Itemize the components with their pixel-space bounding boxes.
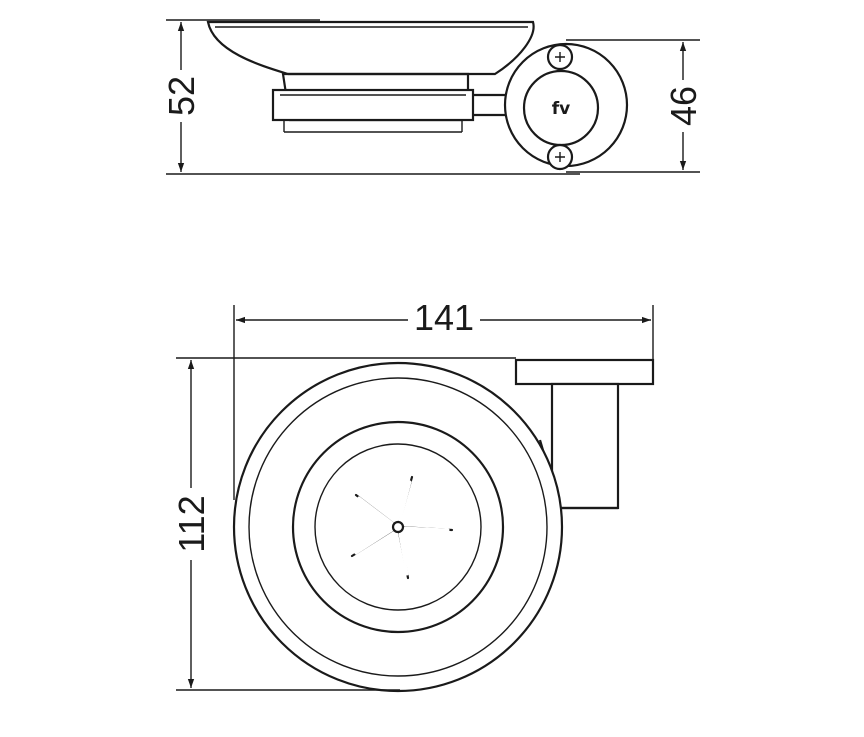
dim-112-label: 112 — [171, 495, 212, 552]
side-screw-bottom — [546, 143, 574, 171]
side-screw-top — [546, 43, 574, 71]
top-rim-inner — [248, 377, 548, 677]
top-wall-plate — [514, 358, 655, 386]
side-dish-bowl — [206, 20, 535, 76]
brand-logo: fv — [552, 99, 570, 119]
dim-52-label: 52 — [161, 76, 202, 116]
dim-141-label: 141 — [414, 297, 474, 338]
side-view: fv 52 46 — [161, 19, 704, 175]
dim-46-label: 46 — [663, 86, 704, 126]
top-view: 141 112 — [171, 297, 655, 693]
top-basin-floor — [314, 443, 482, 611]
drain-star — [350, 475, 454, 580]
top-basin — [291, 420, 505, 634]
top-arm — [550, 382, 620, 510]
